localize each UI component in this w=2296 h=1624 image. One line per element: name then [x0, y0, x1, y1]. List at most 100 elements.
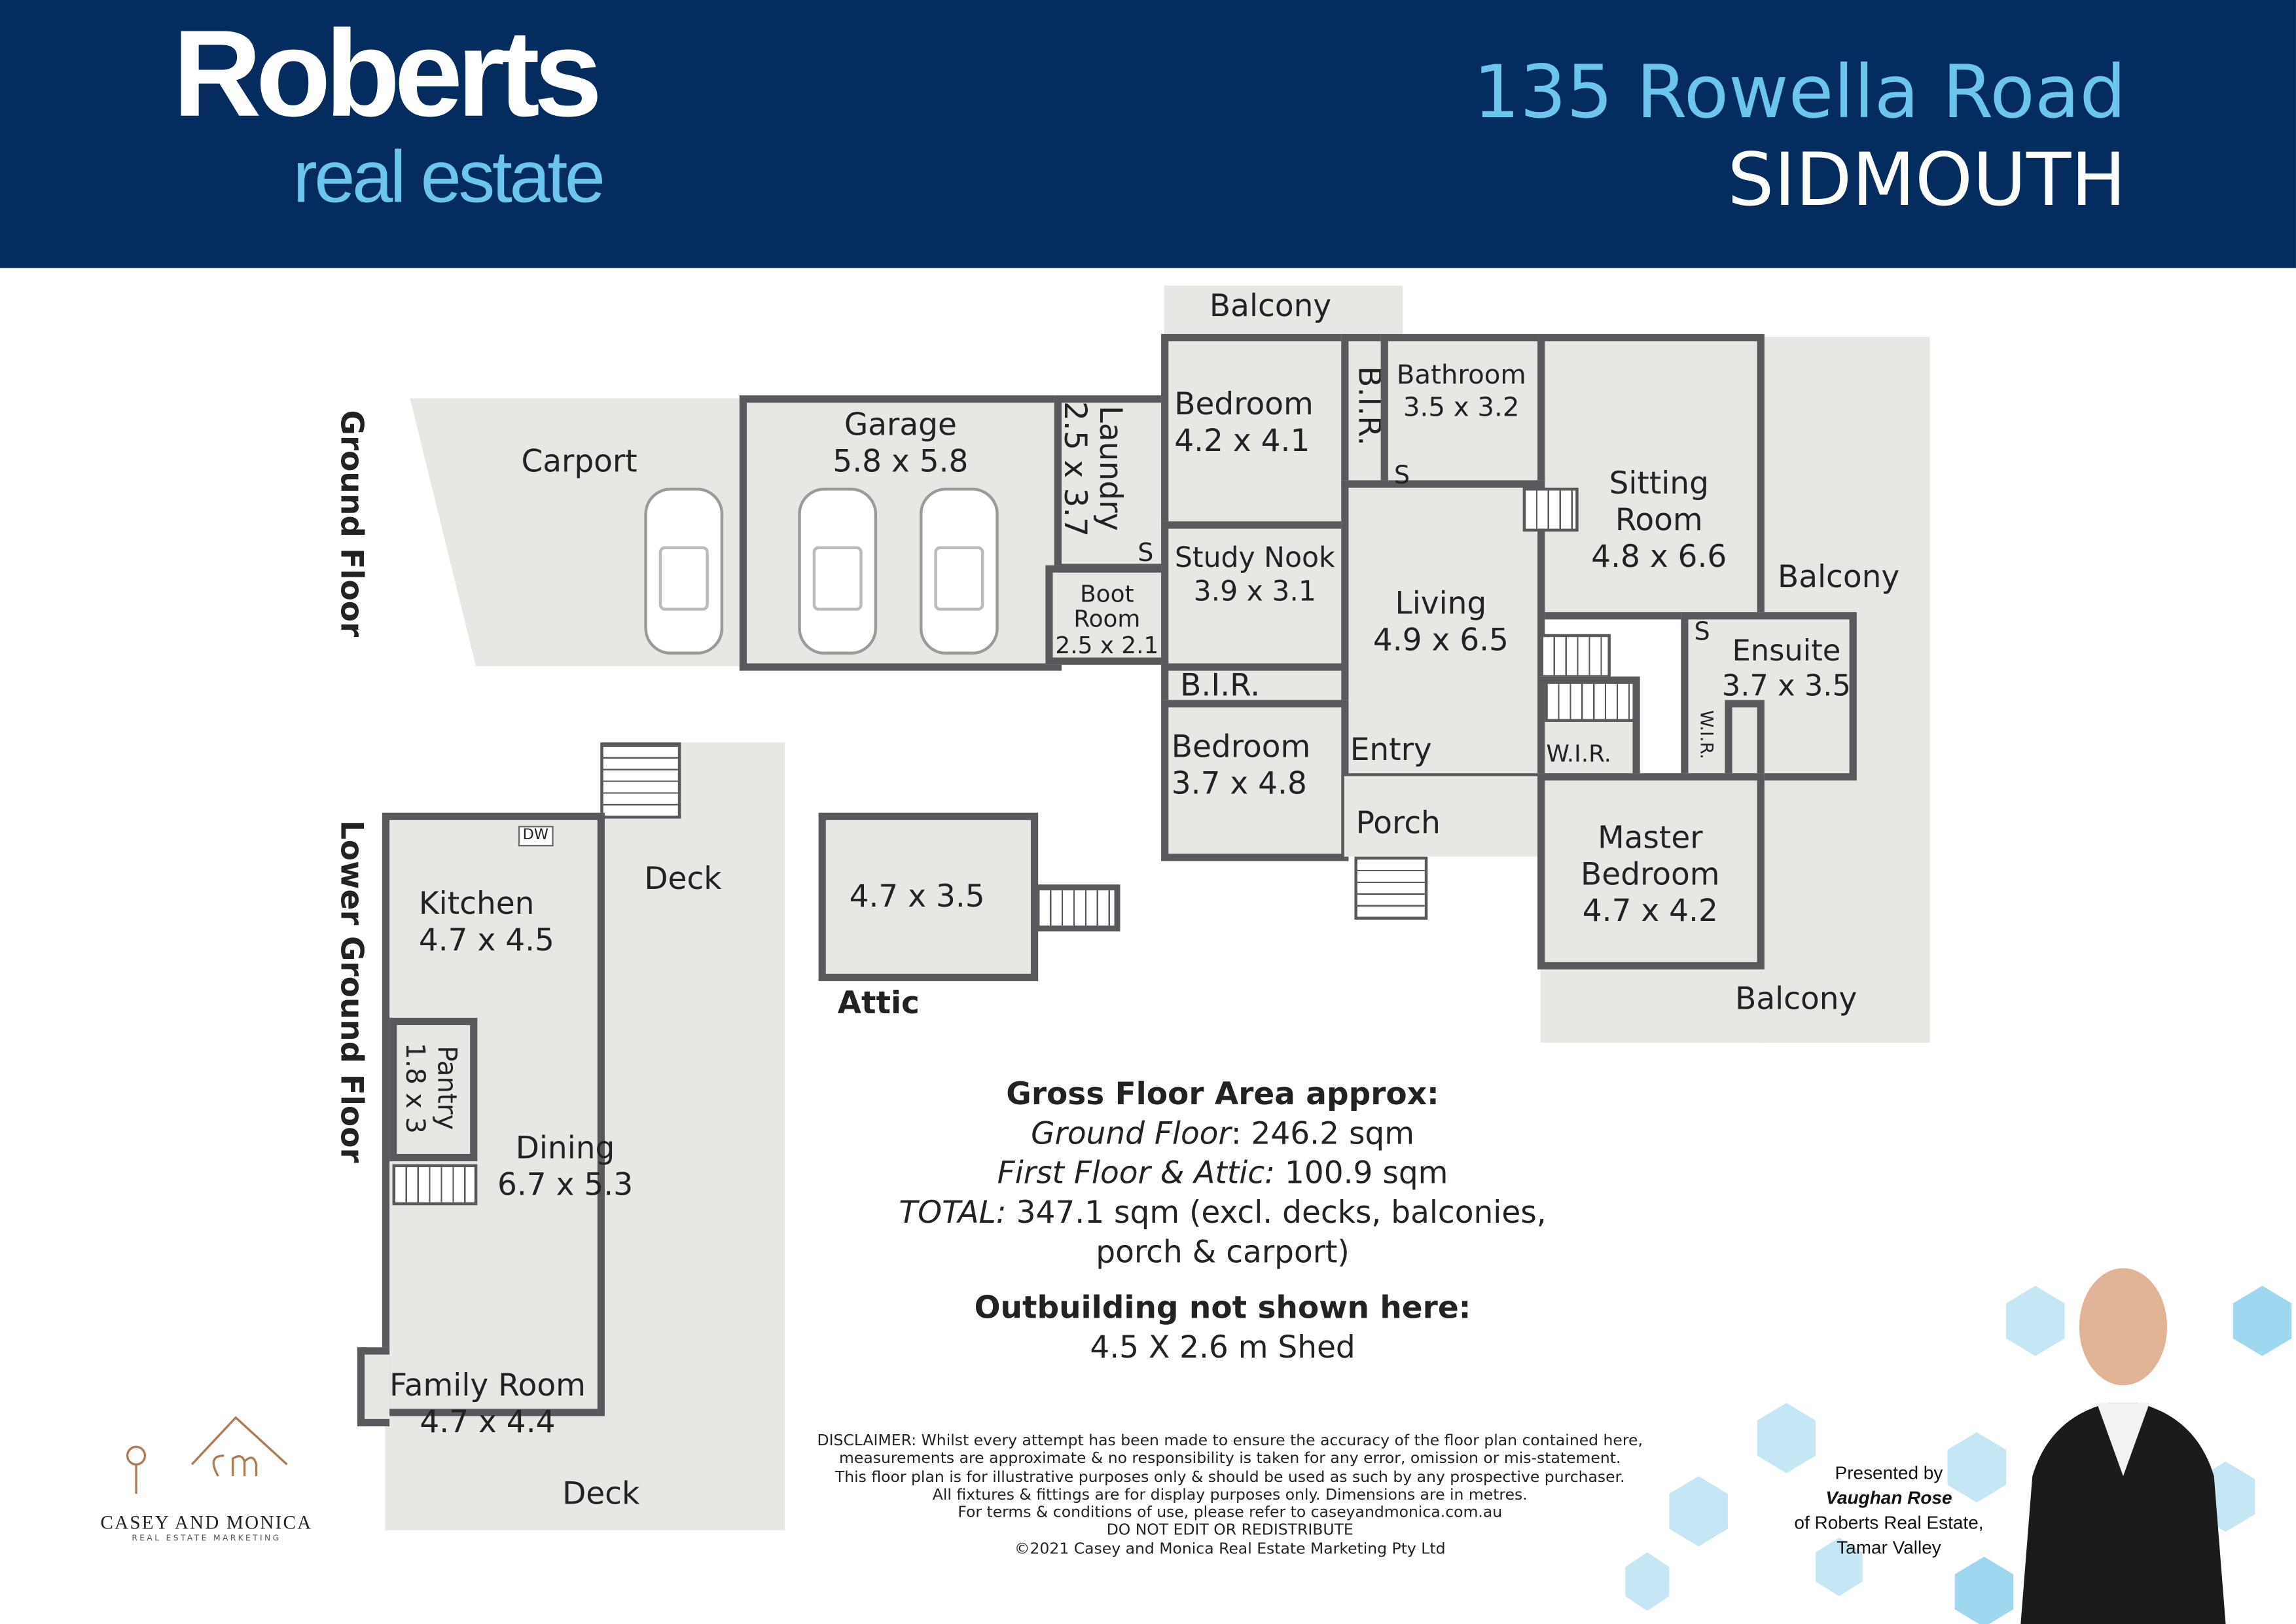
family-bump	[357, 1347, 390, 1427]
presented-by: Presented by	[1835, 1462, 1943, 1484]
laundry-name: Laundry	[1092, 406, 1128, 532]
balcony-top	[1164, 285, 1403, 334]
hexagon-decoration	[1625, 1286, 2292, 1624]
address-street: 135 Rowella Road	[1473, 50, 2126, 135]
cm-logo-name: CASEY AND MONICA	[100, 1511, 313, 1534]
disclaimer-line: All fixtures & fittings are for display …	[932, 1486, 1528, 1504]
study-name: Study Nook	[1174, 541, 1335, 574]
lower-ground-floor-label: Lower Ground Floor	[334, 820, 369, 1163]
porch-stairs	[1354, 856, 1428, 920]
attic-label: Attic	[837, 985, 920, 1021]
bedroom1-name: Bedroom	[1174, 386, 1314, 422]
total-area-label: TOTAL:	[899, 1195, 1007, 1231]
casey-monica-logo: CASEY AND MONICA REAL ESTATE MARKETING	[70, 1406, 342, 1543]
dishwasher-label: DW	[518, 825, 553, 847]
disclaimer-line: This floor plan is for illustrative purp…	[834, 1468, 1625, 1486]
first-area-value: 100.9 sqm	[1274, 1155, 1448, 1191]
room-carport: Carport	[521, 443, 637, 479]
stairs-icon	[1522, 487, 1579, 532]
address-suburb: SIDMOUTH	[1727, 137, 2126, 223]
living-name: Living	[1395, 585, 1487, 621]
family-name: Family Room	[389, 1367, 586, 1403]
disclaimer-line: ©2021 Casey and Monica Real Estate Marke…	[1014, 1540, 1446, 1558]
ground-floor-label: Ground Floor	[334, 410, 369, 638]
ground-area-label: Ground Floor	[1031, 1115, 1231, 1151]
disclaimer-line: measurements are approximate & no respon…	[839, 1450, 1621, 1468]
pantry-name: Pantry	[431, 1045, 462, 1130]
room-boot	[1045, 565, 1169, 665]
room-dining-family	[382, 812, 605, 1416]
bathroom-dim: 3.5 x 3.2	[1403, 391, 1520, 423]
bathroom-name: Bathroom	[1396, 360, 1526, 391]
deck-top	[600, 742, 785, 1530]
balcony-top-label: Balcony	[1209, 288, 1332, 324]
dining-dim: 6.7 x 5.3	[497, 1167, 634, 1203]
sitting-dim: 4.8 x 6.6	[1591, 539, 1727, 575]
disclaimer-line: DO NOT EDIT OR REDISTRIBUTE	[1106, 1522, 1354, 1540]
first-area-label: First Floor & Attic:	[997, 1155, 1275, 1191]
deck-stairs	[600, 742, 681, 819]
entry-label: Entry	[1350, 732, 1432, 768]
porch-area	[1344, 776, 1541, 857]
kitchen-dim: 4.7 x 4.5	[418, 922, 554, 958]
room-bedroom-2	[1161, 700, 1349, 861]
room-ensuite	[1681, 612, 1857, 781]
boot-name2: Room	[1073, 605, 1141, 634]
master-name2: Bedroom	[1581, 857, 1720, 892]
garage-dim: 5.8 x 5.8	[833, 444, 969, 479]
area-title: Gross Floor Area approx:	[1006, 1076, 1439, 1112]
deck-bottom-label: Deck	[562, 1476, 640, 1511]
car-icon	[644, 487, 724, 655]
room-pantry	[389, 1017, 478, 1162]
attic-dim: 4.7 x 3.5	[849, 878, 985, 914]
agent-photo	[2020, 1268, 2226, 1624]
brand-logo-sub: real estate	[293, 136, 605, 219]
attic-stairs	[1033, 884, 1121, 931]
presenter-info: Presented by Vaughan Rose of Roberts Rea…	[1772, 1462, 2006, 1561]
outbuilding-value: 4.5 X 2.6 m Shed	[1090, 1329, 1355, 1365]
presenter-location: Tamar Valley	[1837, 1538, 1941, 1559]
family-dim: 4.7 x 4.4	[420, 1404, 556, 1440]
total-area-value: 347.1 sqm (excl. decks, balconies,	[1006, 1195, 1547, 1231]
room-sitting	[1537, 334, 1765, 620]
porch-label: Porch	[1355, 805, 1441, 841]
storage-s1: S	[1138, 539, 1154, 569]
laundry-dim: 2.5 x 3.7	[1057, 401, 1093, 537]
brand-logo: Roberts	[172, 4, 602, 143]
dining-name: Dining	[515, 1130, 615, 1166]
stairs-icon	[392, 1164, 478, 1206]
house-logo-icon	[126, 1416, 288, 1494]
sitting-name2: Room	[1615, 502, 1703, 538]
master-name: Master	[1598, 820, 1703, 856]
boot-name: Boot	[1080, 579, 1134, 608]
room-attic	[818, 812, 1039, 981]
master-dim: 4.7 x 4.2	[1582, 893, 1718, 929]
cm-logo-tag: REAL ESTATE MARKETING	[132, 1534, 281, 1544]
presenter-name: Vaughan Rose	[1825, 1487, 1952, 1509]
header-banner: Roberts real estate 135 Rowella Road SID…	[0, 0, 2296, 268]
bedroom2-dim: 3.7 x 4.8	[1171, 766, 1307, 802]
ensuite-name: Ensuite	[1732, 632, 1841, 668]
deck-top-label: Deck	[644, 861, 722, 897]
stairs-icon	[1540, 634, 1611, 678]
balcony-bottom	[1540, 959, 1930, 1043]
disclaimer-line: For terms & conditions of use, please re…	[958, 1504, 1503, 1522]
bedroom1-dim: 4.2 x 4.1	[1174, 423, 1310, 459]
bir2-label: B.I.R.	[1180, 668, 1261, 703]
car-icon	[798, 487, 878, 655]
stairs-icon	[1545, 681, 1636, 722]
living-dim: 4.9 x 6.5	[1372, 623, 1509, 658]
total-area-value2: porch & carport)	[1096, 1234, 1350, 1270]
